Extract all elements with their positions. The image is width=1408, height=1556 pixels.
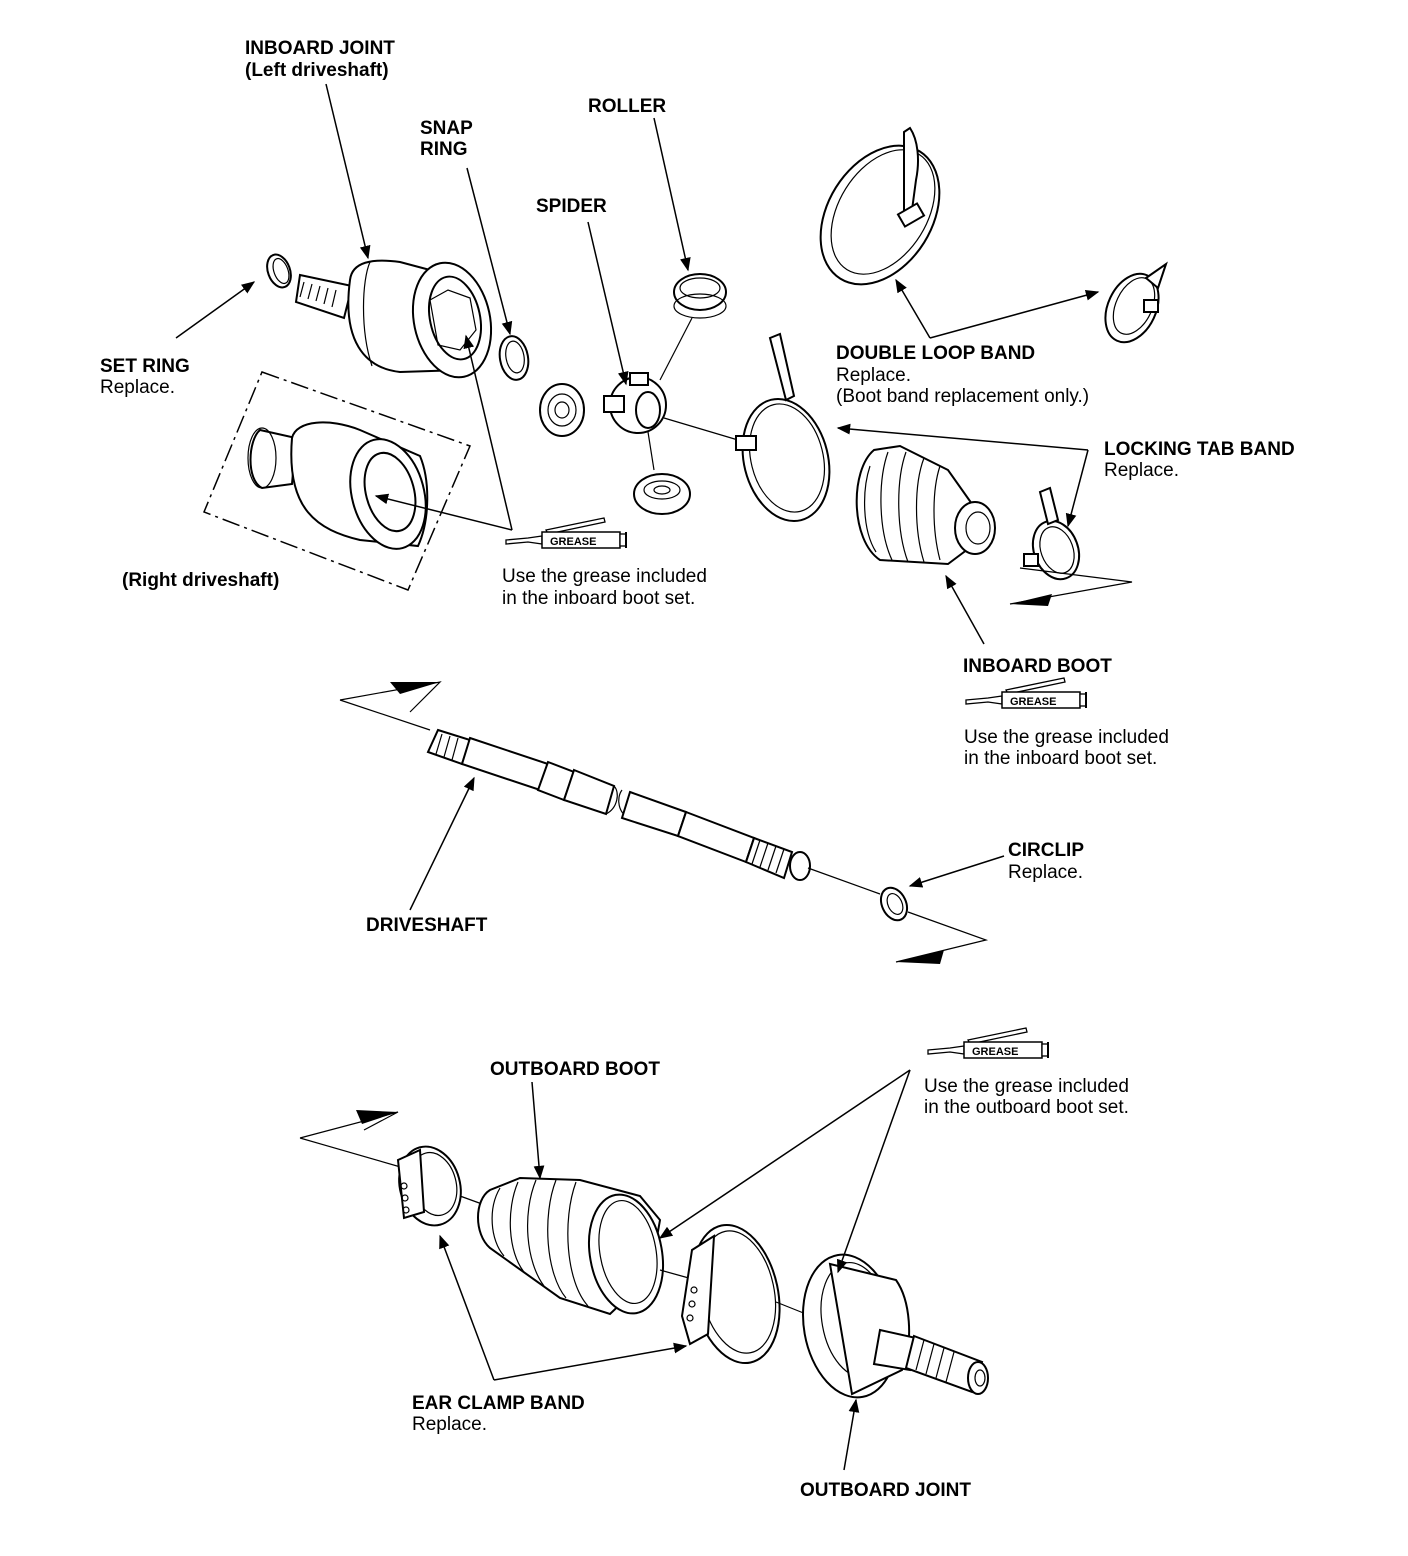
label-spider: SPIDER <box>536 196 607 217</box>
label-ear-clamp-band: EAR CLAMP BAND <box>412 1393 585 1414</box>
locking-tab-band-small-part <box>1023 486 1081 581</box>
roller-bottom-part <box>633 473 691 515</box>
spider-part <box>603 317 739 471</box>
grease-icon-inboard-joint: GREASE <box>505 517 627 549</box>
assembly-continuation-mid-left <box>339 681 442 731</box>
grease-note-inboard-boot-1: Use the grease included <box>964 727 1169 748</box>
label-roller: ROLLER <box>588 96 666 117</box>
outboard-joint-part <box>802 1253 989 1399</box>
label-ear-clamp-note: Replace. <box>412 1414 487 1435</box>
label-double-loop-band: DOUBLE LOOP BAND <box>836 343 1035 364</box>
double-loop-band-part <box>819 126 941 286</box>
grease-tag-2: GREASE <box>1010 696 1056 708</box>
grease-icon-inboard-boot: GREASE <box>965 677 1087 709</box>
inboard-boot-part <box>855 444 996 566</box>
outboard-boot-part <box>477 1176 697 1316</box>
double-loop-band-small-part <box>1104 261 1168 344</box>
grease-tag-3: GREASE <box>972 1046 1018 1058</box>
label-outboard-boot: OUTBOARD BOOT <box>490 1059 660 1080</box>
driveshaft-part <box>426 728 881 895</box>
locking-tab-band-part <box>735 332 831 523</box>
label-right-driveshaft: (Right driveshaft) <box>122 570 279 591</box>
grease-note-inboard-boot-2: in the inboard boot set. <box>964 748 1157 769</box>
label-double-loop-note2: (Boot band replacement only.) <box>836 386 1089 407</box>
label-set-ring: SET RING <box>100 356 190 377</box>
leader-lines <box>175 83 1100 1471</box>
grease-note-inboard-joint-1: Use the grease included <box>502 566 707 587</box>
label-locking-tab-note: Replace. <box>1104 460 1179 481</box>
label-double-loop-note1: Replace. <box>836 365 911 386</box>
ear-clamp-band-small-part <box>396 1145 483 1227</box>
label-circlip-note: Replace. <box>1008 862 1083 883</box>
set-ring-part <box>266 253 292 289</box>
grease-icon-outboard: GREASE <box>927 1027 1049 1059</box>
snap-ring-part <box>498 335 530 381</box>
grease-note-outboard-1: Use the grease included <box>924 1076 1129 1097</box>
assembly-continuation-bottom <box>299 1110 405 1169</box>
inboard-joint-left-part <box>294 259 493 379</box>
grease-tag-1: GREASE <box>550 536 596 548</box>
label-inboard-boot: INBOARD BOOT <box>963 656 1112 677</box>
roller-part <box>673 273 727 319</box>
right-driveshaft-inset <box>203 371 472 591</box>
grease-note-outboard-2: in the outboard boot set. <box>924 1097 1129 1118</box>
assembly-continuation-mid-right <box>895 911 989 964</box>
label-set-ring-note: Replace. <box>100 377 175 398</box>
label-circlip: CIRCLIP <box>1008 840 1084 861</box>
label-locking-tab-band: LOCKING TAB BAND <box>1104 439 1295 460</box>
label-ring: RING <box>420 139 468 160</box>
label-snap: SNAP <box>420 118 473 139</box>
grease-note-inboard-joint-2: in the inboard boot set. <box>502 588 695 609</box>
label-outboard-joint: OUTBOARD JOINT <box>800 1480 971 1501</box>
ear-clamp-band-large-part <box>680 1223 807 1365</box>
label-driveshaft: DRIVESHAFT <box>366 915 488 936</box>
label-left-driveshaft: (Left driveshaft) <box>245 60 389 81</box>
assembly-continuation-top <box>1009 567 1133 606</box>
label-inboard-joint: INBOARD JOINT <box>245 38 395 59</box>
circlip-part <box>879 886 909 922</box>
roller-left-part <box>539 383 585 437</box>
